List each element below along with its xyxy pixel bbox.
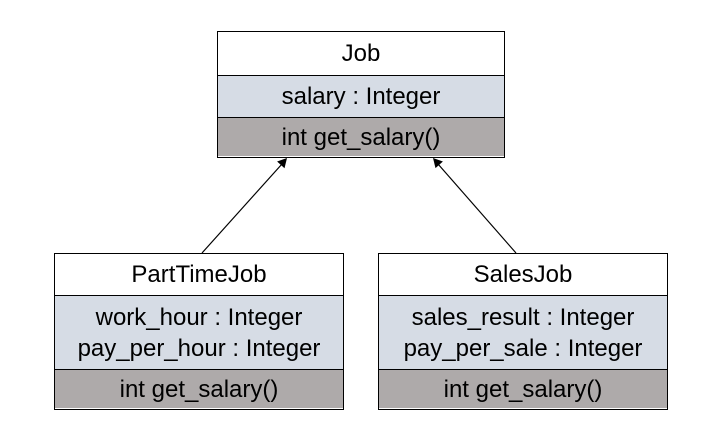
class-box-parttimejob: PartTimeJob work_hour : Integer pay_per_… (54, 253, 344, 410)
methods-compartment: int get_salary() (55, 369, 343, 408)
method-get-salary: int get_salary() (281, 123, 441, 151)
class-box-salesjob: SalesJob sales_result : Integer pay_per_… (378, 253, 668, 410)
attribute-work-hour: work_hour : Integer (95, 303, 303, 331)
method-get-salary: int get_salary() (443, 375, 603, 403)
class-name-compartment: PartTimeJob (55, 254, 343, 295)
methods-compartment: int get_salary() (379, 369, 667, 408)
inheritance-arrow-parttimejob-to-job (201, 163, 283, 254)
arrowhead-salesjob-to-job (433, 158, 443, 169)
method-get-salary: int get_salary() (119, 375, 279, 403)
class-name-parttimejob: PartTimeJob (131, 261, 267, 288)
attributes-compartment: work_hour : Integer pay_per_hour : Integ… (55, 295, 343, 369)
attribute-salary: salary : Integer (281, 83, 441, 110)
class-box-job: Job salary : Integer int get_salary() (217, 31, 505, 158)
inheritance-arrow-salesjob-to-job (437, 163, 517, 254)
attribute-pay-per-sale: pay_per_sale : Integer (403, 334, 643, 362)
attribute-pay-per-hour: pay_per_hour : Integer (77, 334, 321, 362)
attributes-compartment: sales_result : Integer pay_per_sale : In… (379, 295, 667, 369)
methods-compartment: int get_salary() (218, 117, 504, 156)
class-name-compartment: Job (218, 32, 504, 75)
class-name-compartment: SalesJob (379, 254, 667, 295)
class-name-salesjob: SalesJob (473, 261, 573, 288)
attributes-compartment: salary : Integer (218, 75, 504, 117)
arrowhead-parttimejob-to-job (277, 158, 287, 169)
class-name-job: Job (341, 40, 381, 67)
attribute-sales-result: sales_result : Integer (411, 303, 635, 331)
